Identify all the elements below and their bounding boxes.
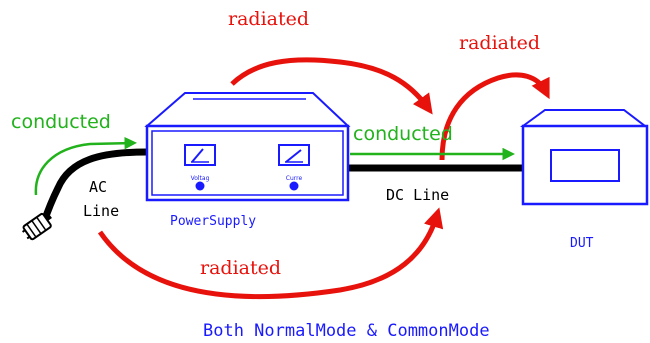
- current-meter-label: Curre: [286, 175, 303, 182]
- voltage-meter-label: Voltag: [191, 175, 210, 182]
- ac-line-label-line1: AC: [89, 178, 107, 196]
- dc-line-label: DC Line: [386, 186, 449, 204]
- ac-line-label-line2: Line: [83, 202, 119, 220]
- dut-label: DUT: [570, 236, 594, 251]
- radiated-label-right: radiated: [459, 32, 540, 54]
- current-meter-icon: [278, 144, 310, 166]
- radiated-label-top: radiated: [228, 8, 309, 30]
- radiated-label-bottom: radiated: [200, 257, 281, 279]
- radiated-arrow-bottom: [97, 207, 444, 300]
- voltage-meter-icon: [184, 144, 216, 166]
- radiated-arrow-top: [230, 57, 433, 115]
- conducted-arrow-left: [34, 136, 137, 196]
- current-knob-icon: [289, 181, 299, 191]
- footer-caption: Both NormalMode & CommonMode: [203, 321, 490, 341]
- conducted-label-right: conducted: [353, 123, 453, 145]
- conducted-label-left: conducted: [11, 111, 111, 133]
- voltage-knob-icon: [195, 181, 205, 191]
- radiated-arrow-right: [439, 72, 550, 161]
- power-supply-label: PowerSupply: [170, 214, 256, 229]
- ac-line-cable: [40, 148, 148, 224]
- dut-unit: [519, 109, 649, 206]
- ac-plug-icon: [22, 212, 52, 241]
- power-supply-unit: [144, 92, 351, 202]
